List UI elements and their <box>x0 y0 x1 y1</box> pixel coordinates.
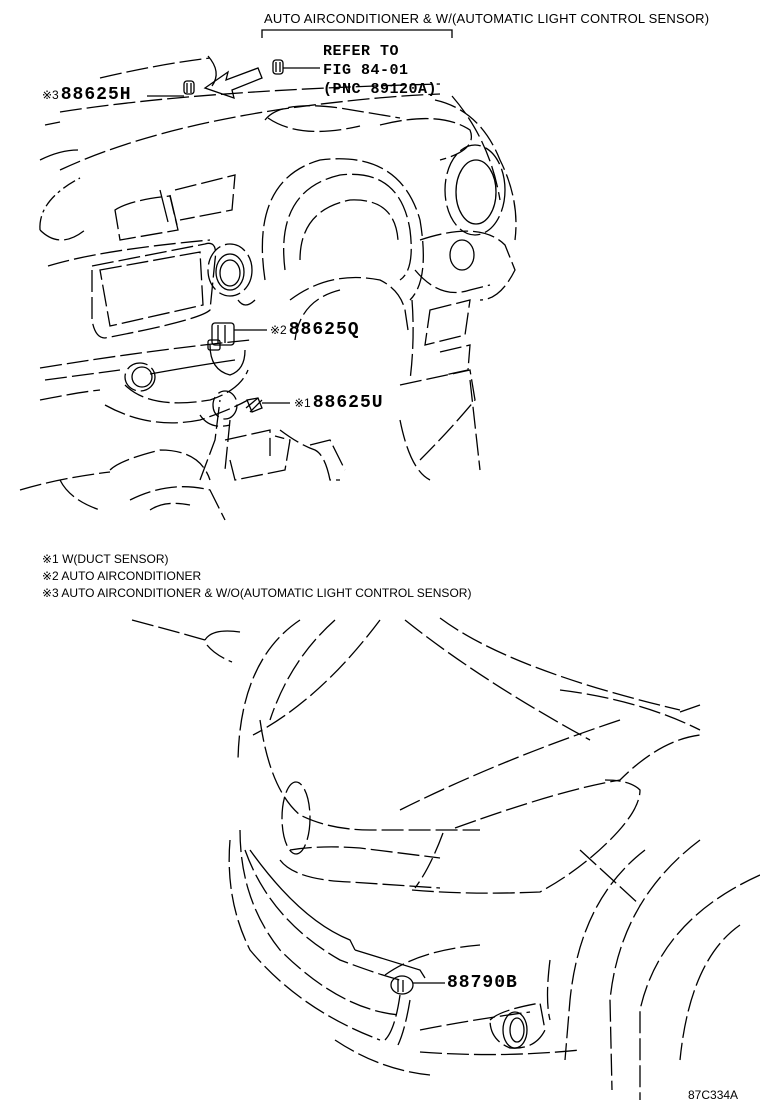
dashboard-illustration <box>19 55 517 521</box>
part-number: 88625Q <box>288 320 360 340</box>
footnote-1: ※1 W(DUCT SENSOR) <box>42 552 169 566</box>
condition-heading: AUTO AIRCONDITIONER & W/(AUTOMATIC LIGHT… <box>264 11 710 26</box>
car-front-illustration <box>131 617 760 1100</box>
part-callout-88790B[interactable]: 88790B <box>447 974 518 992</box>
figure-id: 87C334A <box>688 1088 739 1102</box>
note-marker: ※2 <box>270 323 287 337</box>
footnote-2: ※2 AUTO AIRCONDITIONER <box>42 569 202 583</box>
part-icons <box>147 59 445 995</box>
note-marker: ※3 <box>42 88 59 102</box>
reference-line-2: FIG 84-01 <box>323 62 409 79</box>
figure-reference[interactable]: REFER TO FIG 84-01 (PNC 89120A) <box>323 42 437 99</box>
part-number: 88625H <box>60 85 132 105</box>
note-marker: ※1 <box>294 396 311 410</box>
footnotes: ※1 W(DUCT SENSOR) ※2 AUTO AIRCONDITIONER… <box>42 551 471 602</box>
footnote-3: ※3 AUTO AIRCONDITIONER & W/O(AUTOMATIC L… <box>42 586 472 600</box>
part-number: 88790B <box>447 973 518 993</box>
condition-bracket <box>261 29 453 38</box>
direction-arrow <box>203 67 263 100</box>
reference-line-1: REFER TO <box>323 43 400 60</box>
reference-line-3: (PNC 89120A) <box>323 81 438 98</box>
part-number: 88625U <box>312 393 384 413</box>
